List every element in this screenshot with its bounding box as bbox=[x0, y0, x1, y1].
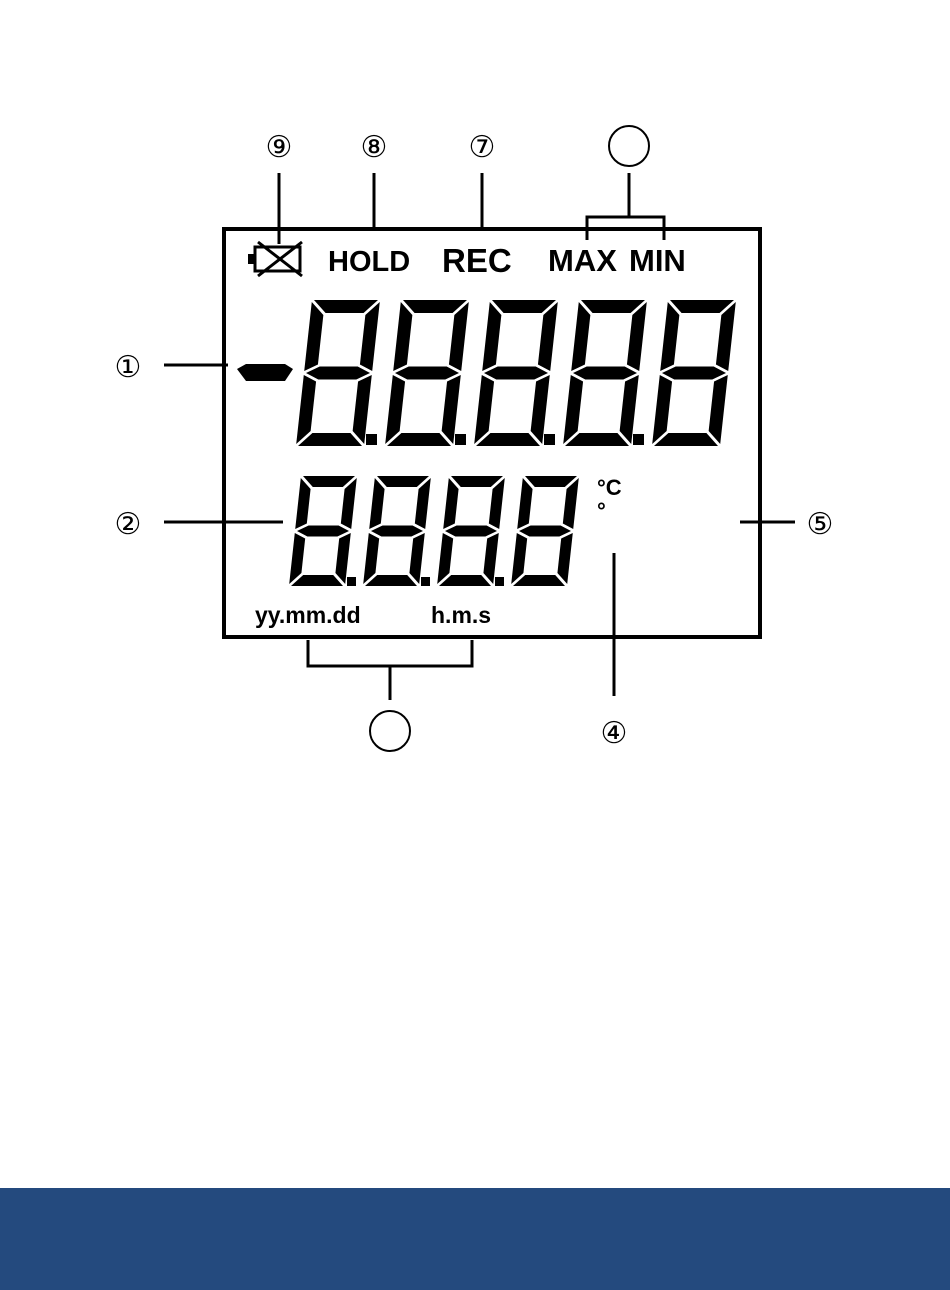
decimal-point-sub-3 bbox=[495, 577, 504, 586]
rec-indicator: REC bbox=[442, 242, 512, 279]
segment-d-sub-4 bbox=[513, 575, 565, 586]
segment-a-sub-2 bbox=[377, 476, 429, 487]
segment-d-main-5 bbox=[654, 433, 718, 446]
segment-c-sub-4 bbox=[557, 533, 572, 584]
bracket-date-time bbox=[308, 640, 472, 666]
callout-7: ⑦ bbox=[469, 130, 496, 165]
callout-blank-top bbox=[609, 126, 649, 166]
segment-g-sub-4 bbox=[519, 526, 571, 537]
segment-f-sub-2 bbox=[369, 478, 384, 529]
celsius-unit: °C bbox=[597, 475, 622, 500]
segment-c-main-4 bbox=[620, 375, 639, 444]
segment-d-main-4 bbox=[565, 433, 629, 446]
decimal-point-main-4 bbox=[633, 434, 644, 445]
segment-f-sub-4 bbox=[517, 478, 532, 529]
segment-c-main-3 bbox=[531, 375, 550, 444]
segment-d-sub-3 bbox=[439, 575, 491, 586]
callout-8: ⑧ bbox=[361, 130, 388, 165]
segment-a-main-3 bbox=[492, 300, 556, 313]
segment-f-sub-3 bbox=[443, 478, 458, 529]
segment-f-main-4 bbox=[571, 302, 590, 371]
footer-band bbox=[0, 1188, 950, 1290]
battery-crossed-icon bbox=[248, 242, 302, 276]
decimal-point-main-3 bbox=[544, 434, 555, 445]
segment-g-main-1 bbox=[306, 367, 370, 380]
segment-d-main-2 bbox=[387, 433, 451, 446]
segment-a-sub-4 bbox=[525, 476, 577, 487]
segment-g-sub-1 bbox=[297, 526, 349, 537]
callout-4: ④ bbox=[601, 716, 628, 751]
segment-g-main-2 bbox=[395, 367, 459, 380]
main-minus-sign bbox=[237, 364, 293, 381]
segment-d-main-1 bbox=[298, 433, 362, 446]
degree-unit: ° bbox=[597, 498, 606, 523]
segment-a-sub-1 bbox=[303, 476, 355, 487]
callout-2: ② bbox=[115, 507, 142, 542]
segment-g-sub-3 bbox=[445, 526, 497, 537]
segment-d-sub-2 bbox=[365, 575, 417, 586]
hold-indicator: HOLD bbox=[328, 246, 410, 278]
segment-c-main-5 bbox=[709, 375, 728, 444]
decimal-point-sub-1 bbox=[347, 577, 356, 586]
segment-f-main-2 bbox=[393, 302, 412, 371]
callout-blank-bottom bbox=[370, 711, 410, 751]
segment-c-sub-2 bbox=[409, 533, 424, 584]
segment-f-main-3 bbox=[482, 302, 501, 371]
min-indicator: MIN bbox=[629, 243, 686, 278]
segment-c-main-1 bbox=[353, 375, 372, 444]
segment-f-main-5 bbox=[660, 302, 679, 371]
segment-a-main-4 bbox=[581, 300, 645, 313]
segment-d-main-3 bbox=[476, 433, 540, 446]
segment-a-main-1 bbox=[314, 300, 378, 313]
segment-a-sub-3 bbox=[451, 476, 503, 487]
segment-a-main-2 bbox=[403, 300, 467, 313]
segment-g-main-5 bbox=[662, 367, 726, 380]
segment-c-main-2 bbox=[442, 375, 461, 444]
max-indicator: MAX bbox=[548, 243, 617, 278]
segment-g-main-4 bbox=[573, 367, 637, 380]
decimal-point-main-2 bbox=[455, 434, 466, 445]
decimal-point-sub-2 bbox=[421, 577, 430, 586]
segment-f-sub-1 bbox=[295, 478, 310, 529]
segment-f-main-1 bbox=[304, 302, 323, 371]
secondary-display bbox=[289, 476, 579, 586]
decimal-point-main-1 bbox=[366, 434, 377, 445]
segment-c-sub-3 bbox=[483, 533, 498, 584]
date-format-label: yy.mm.dd bbox=[255, 602, 361, 628]
segment-g-main-3 bbox=[484, 367, 548, 380]
segment-c-sub-1 bbox=[335, 533, 350, 584]
segment-d-sub-1 bbox=[291, 575, 343, 586]
main-display bbox=[296, 300, 736, 446]
callout-5: ⑤ bbox=[807, 507, 834, 542]
callout-1: ① bbox=[115, 350, 142, 385]
segment-g-sub-2 bbox=[371, 526, 423, 537]
segment-a-main-5 bbox=[670, 300, 734, 313]
callout-9: ⑨ bbox=[266, 130, 293, 165]
time-format-label: h.m.s bbox=[431, 602, 491, 628]
